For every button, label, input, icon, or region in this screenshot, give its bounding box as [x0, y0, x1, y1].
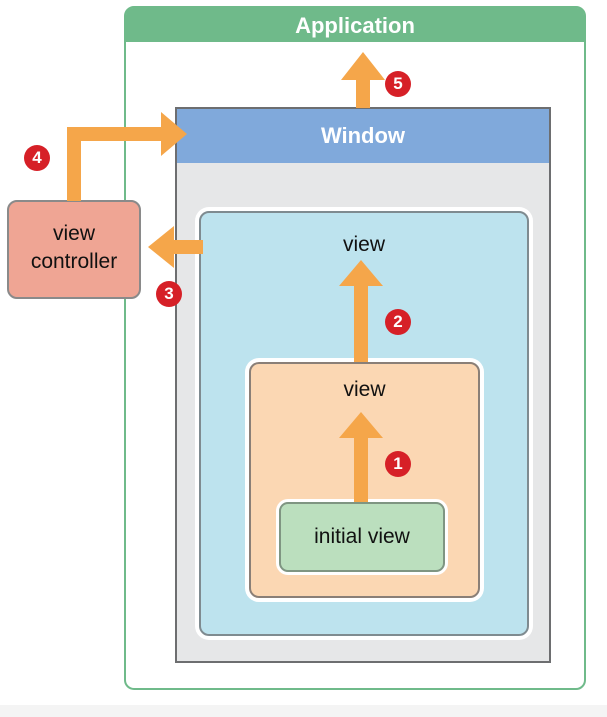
step-badge-4: 4	[24, 145, 50, 171]
application-header: Application	[126, 8, 584, 42]
view-controller-label-line2: controller	[30, 250, 118, 273]
outer-view-label: view	[342, 233, 385, 256]
step-badge-3: 3	[156, 281, 182, 307]
step-badge-1: 1	[385, 451, 411, 477]
inner-view-label: view	[343, 378, 386, 401]
window-header: Window	[177, 109, 549, 163]
step-badge-2: 2	[385, 309, 411, 335]
view-controller-label-line1: view	[52, 222, 95, 245]
footer-bar	[0, 705, 607, 717]
view-controller-box: view controller	[7, 200, 141, 299]
step-badge-5: 5	[385, 71, 411, 97]
initial-view-box: initial view	[279, 502, 445, 572]
